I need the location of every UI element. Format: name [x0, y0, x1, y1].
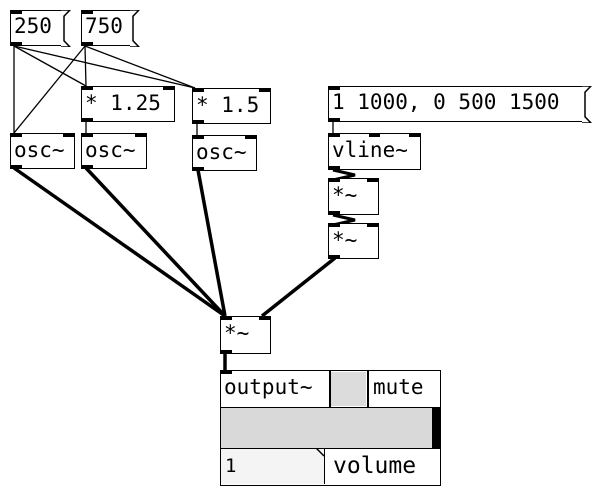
- inlet-1[interactable]: [329, 133, 340, 137]
- level-meter-edge: [432, 408, 440, 448]
- inlet-3[interactable]: [409, 133, 420, 137]
- cord-750-mul125[interactable]: [84, 45, 87, 87]
- inlet-left[interactable]: [221, 316, 232, 320]
- outlet[interactable]: [329, 166, 340, 170]
- object-text: * 1.5: [196, 93, 260, 117]
- inlet-left[interactable]: [82, 86, 93, 90]
- vline-object[interactable]: vline~: [328, 133, 421, 170]
- message-flag: [61, 9, 71, 47]
- cord-750-osc1[interactable]: [13, 45, 86, 134]
- mix-multiply-object[interactable]: *~: [220, 316, 271, 354]
- cord-osc3-mix[interactable]: [196, 169, 227, 317]
- cord-250-mul15[interactable]: [13, 45, 196, 89]
- message-flag: [582, 85, 592, 123]
- inlet-right[interactable]: [367, 223, 378, 227]
- mute-label: mute: [373, 375, 424, 399]
- object-text: osc~: [85, 138, 136, 162]
- volume-value: 1: [225, 455, 237, 477]
- inlet-right[interactable]: [63, 133, 74, 137]
- level-meter: [221, 407, 440, 449]
- output-abstraction[interactable]: output~ mute 1 volume: [220, 370, 441, 486]
- output-title: output~: [224, 375, 313, 399]
- inlet-right[interactable]: [259, 316, 270, 320]
- number-box-notch: [316, 448, 325, 457]
- message-box-envelope[interactable]: 1 1000, 0 500 1500: [328, 85, 592, 123]
- inlet[interactable]: [82, 10, 93, 14]
- outlet[interactable]: [82, 42, 93, 46]
- message-flag: [130, 9, 140, 47]
- osc-object-3[interactable]: osc~: [192, 135, 257, 171]
- outlet[interactable]: [193, 167, 204, 171]
- inlet-left[interactable]: [82, 133, 93, 137]
- outlet[interactable]: [329, 118, 340, 122]
- object-text: *~: [332, 228, 358, 252]
- message-text: 750: [85, 14, 123, 38]
- osc-object-1[interactable]: osc~: [10, 133, 75, 169]
- multiply-1-5-object[interactable]: * 1.5: [192, 88, 271, 124]
- inlet-right[interactable]: [367, 178, 378, 182]
- inlet-right[interactable]: [163, 86, 174, 90]
- cord-750-mul15[interactable]: [84, 45, 196, 89]
- osc-object-2[interactable]: osc~: [81, 133, 147, 169]
- object-text: *~: [224, 321, 250, 345]
- inlet[interactable]: [11, 10, 22, 14]
- cord-osc1-mix[interactable]: [12, 166, 227, 318]
- mute-toggle[interactable]: [331, 372, 366, 406]
- inlet-left[interactable]: [11, 133, 22, 137]
- object-text: osc~: [196, 140, 247, 164]
- object-text: osc~: [14, 138, 65, 162]
- inlet-left[interactable]: [193, 135, 204, 139]
- inlet-2[interactable]: [369, 133, 380, 137]
- object-text: *~: [332, 183, 358, 207]
- object-text: vline~: [332, 138, 408, 162]
- outlet[interactable]: [11, 42, 22, 46]
- object-text: * 1.25: [85, 91, 161, 115]
- outlet[interactable]: [11, 165, 22, 169]
- message-text: 250: [14, 14, 52, 38]
- cord-sq2-mix[interactable]: [260, 256, 337, 318]
- message-box-250[interactable]: 250: [10, 9, 71, 47]
- inlet-right[interactable]: [259, 88, 270, 92]
- outlet[interactable]: [82, 165, 93, 169]
- square-object-2[interactable]: *~: [328, 223, 379, 259]
- cord-250-mul125[interactable]: [13, 45, 87, 87]
- inlet-right[interactable]: [135, 133, 146, 137]
- inlet[interactable]: [329, 86, 340, 90]
- inlet-left[interactable]: [329, 178, 340, 182]
- outlet[interactable]: [193, 120, 204, 124]
- inlet-left[interactable]: [193, 88, 204, 92]
- message-box-750[interactable]: 750: [81, 9, 140, 47]
- message-text: 1 1000, 0 500 1500: [332, 90, 560, 114]
- volume-number-box[interactable]: 1: [221, 448, 325, 484]
- output-title-divider: [329, 371, 331, 407]
- inlet-left[interactable]: [329, 223, 340, 227]
- outlet[interactable]: [329, 255, 340, 259]
- cord-osc2-mix[interactable]: [84, 166, 227, 318]
- multiply-1-25-object[interactable]: * 1.25: [81, 86, 175, 122]
- inlet-right[interactable]: [245, 135, 256, 139]
- square-object-1[interactable]: *~: [328, 178, 379, 215]
- volume-label: volume: [333, 453, 417, 479]
- inlet[interactable]: [221, 370, 232, 374]
- outlet[interactable]: [82, 118, 93, 122]
- outlet[interactable]: [329, 211, 340, 215]
- outlet[interactable]: [221, 350, 232, 354]
- mute-divider: [367, 371, 369, 407]
